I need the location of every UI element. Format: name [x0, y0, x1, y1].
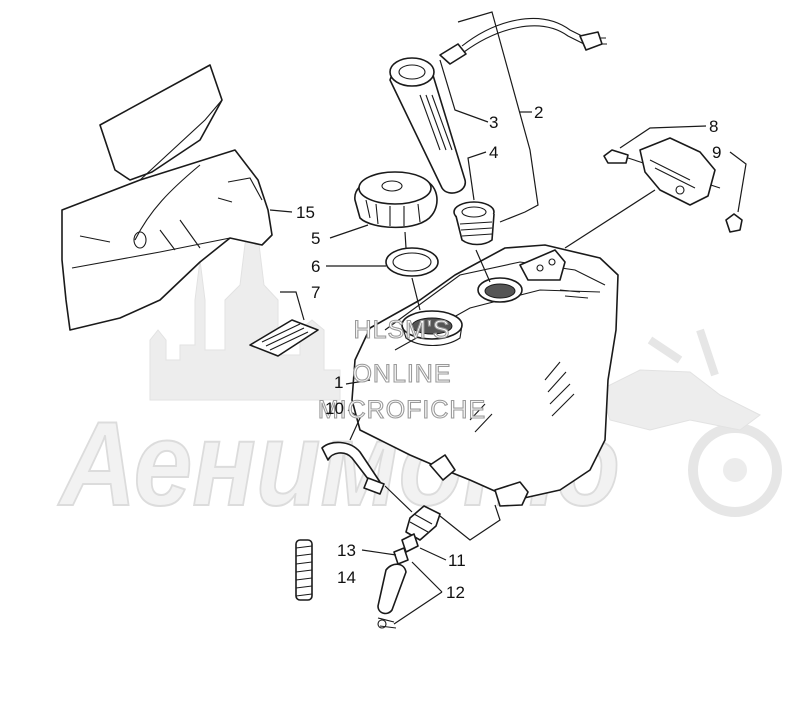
label-1: 1: [334, 373, 343, 392]
label-4: 4: [489, 143, 498, 162]
part-1-fuel-tank: [351, 244, 619, 507]
label-7: 7: [311, 283, 320, 302]
watermark-line-1: HLSM'S: [354, 316, 451, 344]
part-10-strap: [321, 441, 385, 495]
label-8: 8: [709, 117, 718, 136]
label-2: 2: [534, 103, 543, 122]
part-3-gauge-tube: [389, 57, 466, 194]
motorcycle-silhouette-icon: [599, 328, 782, 517]
part-4-grommet: [453, 201, 495, 246]
label-12: 12: [446, 583, 465, 602]
watermark-text-overlay: HLSM'S ONLINE MICROFICHE: [317, 315, 486, 424]
watermark-line-2: ONLINE: [352, 360, 451, 388]
label-14: 14: [337, 568, 356, 587]
part-labels: 1 2 3 4 5 6 7 8 9 10 11 12 13 14 15: [296, 103, 721, 602]
part-2-sender-wire: [439, 18, 607, 65]
label-11: 11: [448, 551, 466, 570]
label-13: 13: [337, 541, 356, 560]
leader-lines: [269, 11, 747, 625]
part-8-9-bracket: [603, 137, 743, 233]
skyline-silhouette-icon: [149, 169, 341, 401]
part-12-13-hose-clamp: [377, 547, 409, 629]
watermark-line-3: MICROFICHE: [318, 396, 486, 424]
label-6: 6: [311, 257, 320, 276]
label-9: 9: [712, 143, 721, 162]
part-6-gasket: [385, 247, 439, 277]
label-3: 3: [489, 113, 498, 132]
label-10: 10: [325, 399, 344, 418]
part-14-spring: [295, 539, 313, 601]
label-15: 15: [296, 203, 315, 222]
part-5-fuel-cap: [354, 171, 438, 229]
part-15-shield: [61, 64, 273, 331]
label-5: 5: [311, 229, 320, 248]
part-7-decal: [249, 319, 319, 357]
